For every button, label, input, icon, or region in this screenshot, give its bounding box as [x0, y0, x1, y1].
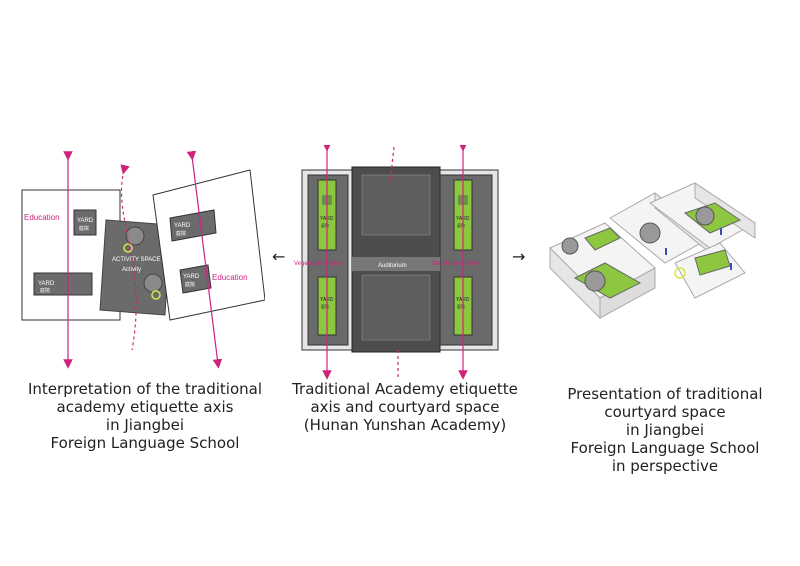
- caption-line: Foreign Language School: [50, 434, 240, 452]
- yard-label-cn: 庭院: [40, 287, 50, 294]
- tree-icon: [674, 267, 686, 279]
- caption-right: Presentation of traditional courtyard sp…: [545, 385, 785, 475]
- tree-icon: [584, 270, 606, 292]
- yard-label-cn: 庭院: [457, 222, 465, 228]
- person-icon: [730, 263, 732, 270]
- caption-line: courtyard space: [604, 403, 726, 421]
- tree-icon: [143, 273, 163, 293]
- person-icon: [720, 228, 722, 235]
- caption-line: Interpretation of the traditional: [27, 380, 262, 398]
- yard-label: YARD: [174, 223, 191, 229]
- dashed-axis: [120, 164, 137, 351]
- auditorium-label: Auditorium: [378, 263, 407, 269]
- caption-left: Interpretation of the traditional academ…: [15, 380, 275, 452]
- caption-line: (Hunan Yunshan Academy): [303, 416, 507, 434]
- tree-icon: [561, 237, 579, 255]
- vegetarian-house-right: Vegetarian House: [432, 261, 480, 267]
- education-label-right: Education: [212, 273, 248, 282]
- yard-box-2: [33, 272, 93, 296]
- person-marker-icon: [123, 243, 133, 253]
- dashed-axis-top: [389, 146, 395, 184]
- perspective-diagram: [549, 182, 756, 320]
- left-axis-diagram: Education Education YARD 庭院 YARD 庭院 YARD…: [21, 150, 265, 369]
- person-marker-icon: [151, 290, 161, 300]
- activity-space-label: ACTIVITY SPACE: [112, 257, 160, 263]
- academy-plan-diagram: YARD 庭院 YARD 庭院 YARD 庭院 YARD 庭院 Auditori…: [294, 145, 499, 380]
- yard-label: YARD: [183, 274, 200, 280]
- axis-line-right: [186, 150, 223, 369]
- yard-label-cn: 庭院: [321, 303, 329, 309]
- caption-line: Traditional Academy etiquette: [292, 380, 518, 398]
- caption-line: Foreign Language School: [570, 439, 760, 457]
- yard-label: YARD: [77, 218, 94, 224]
- yard-box-1: [73, 209, 97, 236]
- yard-label-cn: 庭院: [457, 303, 465, 309]
- education-block-right: [152, 169, 265, 321]
- yard-label: YARD: [38, 281, 55, 287]
- caption-middle: Traditional Academy etiquette axis and c…: [280, 380, 530, 434]
- arrow-left-icon: ←: [272, 247, 286, 266]
- caption-line: academy etiquette axis: [56, 398, 234, 416]
- tree-icon: [639, 222, 661, 244]
- caption-line: axis and courtyard space: [310, 398, 500, 416]
- person-icon: [665, 248, 667, 255]
- arrow-right-icon: →: [512, 247, 526, 266]
- activity-label: Activity: [122, 267, 141, 273]
- yard-green: [584, 227, 621, 251]
- yard-label-cn: 庭院: [176, 230, 186, 237]
- caption-line: in Jiangbei: [105, 416, 185, 434]
- caption-line: Presentation of traditional: [567, 385, 763, 403]
- yard-label-cn: 庭院: [79, 225, 89, 232]
- yard-label-cn: 庭院: [321, 222, 329, 228]
- education-label-left: Education: [24, 213, 60, 222]
- vegetarian-house-left: Vegetarian House: [294, 261, 342, 267]
- caption-line: in perspective: [611, 457, 719, 475]
- tree-icon: [695, 206, 715, 226]
- caption-line: in Jiangbei: [625, 421, 705, 439]
- tree-icon: [125, 226, 145, 246]
- yard-label-cn: 庭院: [185, 281, 195, 288]
